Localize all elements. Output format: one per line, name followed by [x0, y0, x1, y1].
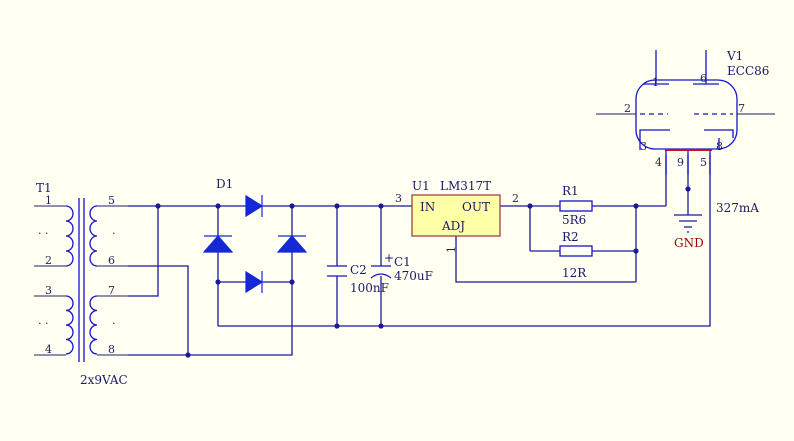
regulator-pin-out: OUT [462, 200, 490, 214]
t1-pin6-label: 6 [108, 254, 115, 267]
tube-pin4-label: 4 [655, 156, 662, 169]
r2-body [559, 245, 593, 257]
tube-pin8-label: 8 [716, 140, 723, 153]
tube-cathode-2 [704, 129, 734, 138]
t1-primary-coil-upper [65, 205, 74, 267]
tube-pin3-label: 3 [640, 140, 647, 153]
wire-pin8-bridge [128, 282, 293, 356]
tube-pin6-label: 6 [700, 72, 707, 85]
bridge-ref: D1 [216, 177, 233, 191]
t1-pin5-label: 5 [108, 194, 115, 207]
tube-pin2-label: 2 [624, 102, 631, 115]
t1-dot-4: . [112, 314, 116, 327]
tube-cathode-1 [639, 129, 670, 138]
tube-pin9-label: 9 [677, 156, 684, 169]
tube-part: ECC86 [727, 64, 769, 78]
diode-left-icon [202, 235, 234, 253]
t1-primary-coil-lower [65, 295, 74, 355]
c2-value: 100nF [350, 281, 389, 295]
wire-pin5-pin7 [128, 205, 159, 297]
tube-v1: V1 ECC86 1 2 3 4 5 6 7 8 9 [596, 49, 775, 175]
junction-dot [155, 203, 161, 209]
diode-right-icon [276, 235, 308, 253]
junction-dot [527, 203, 533, 209]
junction-dot [685, 186, 691, 192]
t1-dot-3: . [112, 224, 116, 237]
tube-pin1-label: 1 [652, 76, 659, 89]
junction-dot [378, 323, 384, 329]
r2-ref: R2 [562, 230, 579, 244]
junction-dot [185, 352, 191, 358]
regulator-pin-in: IN [420, 200, 435, 214]
wire-pin6-down [128, 265, 189, 355]
junction-dot [633, 203, 639, 209]
regulator-ref: U1 [412, 179, 430, 193]
junction-dot [289, 279, 295, 285]
capacitor-c1: + C1 470uF [370, 251, 433, 283]
junction-dot [334, 323, 340, 329]
tube-pin5-label: 5 [700, 156, 707, 169]
junction-dot [215, 203, 221, 209]
t1-secondary-coil-lower [89, 295, 98, 355]
c2-ref: C2 [350, 263, 367, 277]
junction-dot [633, 248, 639, 254]
regulator-pin-in-num: 3 [395, 192, 402, 205]
transformer-spec: 2x9VAC [80, 373, 128, 387]
c1-value: 470uF [394, 269, 433, 283]
junction-dot [378, 203, 384, 209]
junctions [155, 186, 691, 358]
c1-polarity: + [384, 251, 394, 265]
r1-body [559, 200, 593, 212]
r1-value: 5R6 [562, 213, 586, 227]
transformer-t1: T1 2x9VAC 1 2 3 4 . . . . . . 5 6 7 8 [34, 181, 128, 387]
diode-bottom-icon [245, 270, 264, 294]
regulator-pin-out-num: 2 [512, 192, 519, 205]
t1-pin1-label: 1 [45, 194, 52, 207]
t1-pin3-label: 3 [45, 284, 52, 297]
transformer-ref: T1 [36, 181, 52, 195]
ground-symbol: GND [674, 214, 704, 250]
c1-plate-curved [370, 273, 392, 279]
regulator-u1: U1 LM317T IN OUT ADJ 3 2 1 [395, 179, 519, 253]
ground-label: GND [674, 236, 704, 250]
regulator-part: LM317T [440, 179, 491, 193]
regulator-pin-adj-num: 1 [445, 246, 458, 253]
combined-resistance-label: 12R [562, 266, 587, 280]
t1-pin7-label: 7 [108, 284, 115, 297]
regulator-pin-adj: ADJ [441, 219, 465, 233]
wire-adj-feedback [455, 236, 636, 283]
c1-ref: C1 [394, 255, 411, 269]
tube-pin7-label: 7 [738, 102, 745, 115]
resistor-r2: R2 [559, 230, 593, 257]
t1-pin4-label: 4 [45, 343, 52, 356]
resistor-r1: R1 5R6 [559, 184, 593, 227]
junction-dot [334, 203, 340, 209]
tube-envelope [635, 79, 738, 150]
regulator-body [411, 194, 501, 237]
t1-secondary-coil-upper [89, 205, 98, 267]
t1-pin2-label: 2 [45, 254, 52, 267]
tube-ref: V1 [726, 49, 743, 63]
heater-current-label: 327mA [716, 201, 759, 215]
t1-dot-1: . . [38, 224, 49, 237]
bridge-rectifier-d1: D1 [202, 177, 308, 294]
capacitor-c2: C2 100nF [327, 263, 389, 295]
t1-pin8-label: 8 [108, 343, 115, 356]
t1-dot-2: . . [38, 314, 49, 327]
junction-dot [289, 203, 295, 209]
junction-dot [215, 279, 221, 285]
r1-ref: R1 [562, 184, 579, 198]
diode-top-icon [245, 194, 264, 218]
